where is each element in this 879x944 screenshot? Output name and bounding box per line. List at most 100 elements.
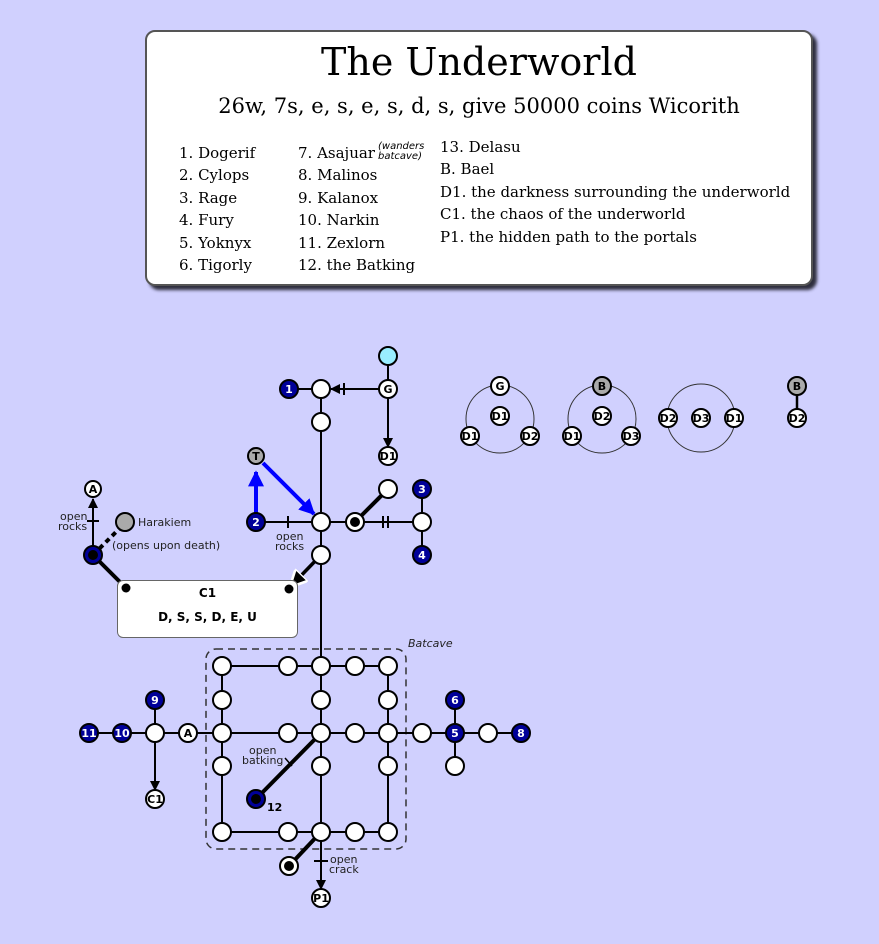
note-line-2: batcave)	[377, 151, 422, 162]
room-node[interactable]	[212, 723, 232, 743]
room-node[interactable]	[345, 723, 365, 743]
note-line-1: (wanders	[377, 141, 425, 152]
c1-box-directions: D, S, S, D, E, U	[158, 610, 257, 624]
room-node[interactable]	[445, 756, 465, 776]
portal-node[interactable]	[345, 512, 365, 532]
harakiem-label: Harakiem	[138, 516, 191, 529]
node-label: 5	[451, 727, 459, 740]
node-label: D1	[380, 450, 397, 463]
room-node[interactable]	[311, 545, 331, 565]
room-node[interactable]	[278, 822, 298, 842]
node-label: D1	[564, 430, 581, 443]
node-label: D1	[726, 412, 743, 425]
npc-node-5[interactable]: 5	[445, 723, 465, 743]
node-a[interactable]: A	[84, 480, 102, 498]
npc-node-2[interactable]: 2	[246, 512, 266, 532]
node-d1[interactable]: D1	[378, 446, 398, 466]
room-node[interactable]	[311, 412, 331, 432]
legend-item: P1. the hidden path to the portals	[440, 227, 697, 246]
npc-node-4[interactable]: 4	[412, 545, 432, 565]
room-node[interactable]	[311, 656, 331, 676]
batking-number: 12	[267, 801, 282, 814]
portal-left: D1	[562, 426, 582, 446]
room-node[interactable]	[478, 723, 498, 743]
room-node[interactable]	[378, 690, 398, 710]
node-label: G	[383, 383, 392, 396]
npc-node-1[interactable]: 1	[279, 379, 299, 399]
npc-node-10[interactable]: 10	[112, 723, 132, 743]
node-label: A	[184, 727, 193, 740]
open-rocks-label: rocks	[58, 520, 87, 533]
node-label: B	[598, 380, 606, 393]
batking-node[interactable]	[246, 789, 266, 809]
portal-center: D3	[691, 408, 711, 428]
legend-item: 8. Malinos	[298, 166, 378, 185]
room-node[interactable]	[212, 690, 232, 710]
legend-item: 9. Kalanox	[298, 188, 379, 207]
room-node[interactable]	[311, 690, 331, 710]
node-label: 9	[151, 694, 159, 707]
room-node[interactable]	[378, 822, 398, 842]
room-node[interactable]	[311, 379, 331, 399]
room-node[interactable]	[345, 656, 365, 676]
portal-node[interactable]	[83, 545, 103, 565]
start-node[interactable]	[378, 346, 398, 366]
npc-node-6[interactable]: 6	[445, 690, 465, 710]
room-node[interactable]	[378, 756, 398, 776]
room-node[interactable]	[212, 656, 232, 676]
room-node[interactable]	[311, 512, 331, 532]
open-crack-label: open	[330, 853, 357, 866]
legend-column-3: 13. Delasu B. Bael D1. the darkness surr…	[440, 136, 790, 248]
portal-right: D1	[724, 408, 744, 428]
room-node[interactable]	[412, 512, 432, 532]
c1-box-title: C1	[198, 586, 217, 600]
portal-left: D1	[460, 426, 480, 446]
node-label: D2	[789, 412, 806, 425]
legend-item: C1. the chaos of the underworld	[440, 205, 686, 224]
room-node[interactable]	[212, 756, 232, 776]
open-rocks-label: rocks	[275, 540, 304, 553]
room-node[interactable]	[278, 656, 298, 676]
portal-node[interactable]	[279, 856, 299, 876]
room-node[interactable]	[345, 822, 365, 842]
npc-node-8[interactable]: 8	[511, 723, 531, 743]
room-node[interactable]	[378, 479, 398, 499]
portal-top: B	[592, 376, 612, 396]
node-g[interactable]: G	[378, 379, 398, 399]
legend-item: B. Bael	[440, 160, 495, 179]
legend-item: 11. Zexlorn	[298, 233, 386, 252]
room-node[interactable]	[378, 723, 398, 743]
legend-item: D1. the darkness surrounding the underwo…	[440, 182, 791, 201]
batking-gate	[284, 757, 293, 767]
legend-item-asajuar: 7. Asajuar	[298, 144, 375, 162]
room-node[interactable]	[311, 756, 331, 776]
room-node[interactable]	[412, 723, 432, 743]
node-label: G	[495, 380, 504, 393]
node-c1[interactable]: C1	[145, 789, 165, 809]
directions-text: 26w, 7s, e, s, e, s, d, s, give 50000 co…	[218, 94, 740, 118]
npc-node-11[interactable]: 11	[79, 723, 99, 743]
node-a[interactable]: A	[178, 723, 198, 743]
room-node[interactable]	[278, 723, 298, 743]
node-label: 8	[517, 727, 525, 740]
node-p1[interactable]: P1	[311, 888, 331, 908]
room-node[interactable]	[212, 822, 232, 842]
opens-upon-death-label: (opens upon death)	[112, 539, 220, 552]
node-label: D3	[623, 430, 640, 443]
room-node[interactable]	[311, 822, 331, 842]
open-batking-label: batking	[242, 754, 283, 767]
open-crack-label: crack	[329, 863, 359, 876]
npc-node-3[interactable]: 3	[412, 479, 432, 499]
node-label: B	[793, 380, 801, 393]
room-node[interactable]	[378, 656, 398, 676]
npc-node-9[interactable]: 9	[145, 690, 165, 710]
room-node[interactable]	[145, 723, 165, 743]
node-t[interactable]: T	[247, 447, 265, 465]
legend-item: 5. Yoknyx	[179, 233, 252, 252]
portal-center: D1	[490, 406, 510, 426]
room-node[interactable]	[311, 723, 331, 743]
harakiem-node[interactable]	[115, 512, 135, 532]
legend-item: 6. Tigorly	[179, 256, 252, 275]
